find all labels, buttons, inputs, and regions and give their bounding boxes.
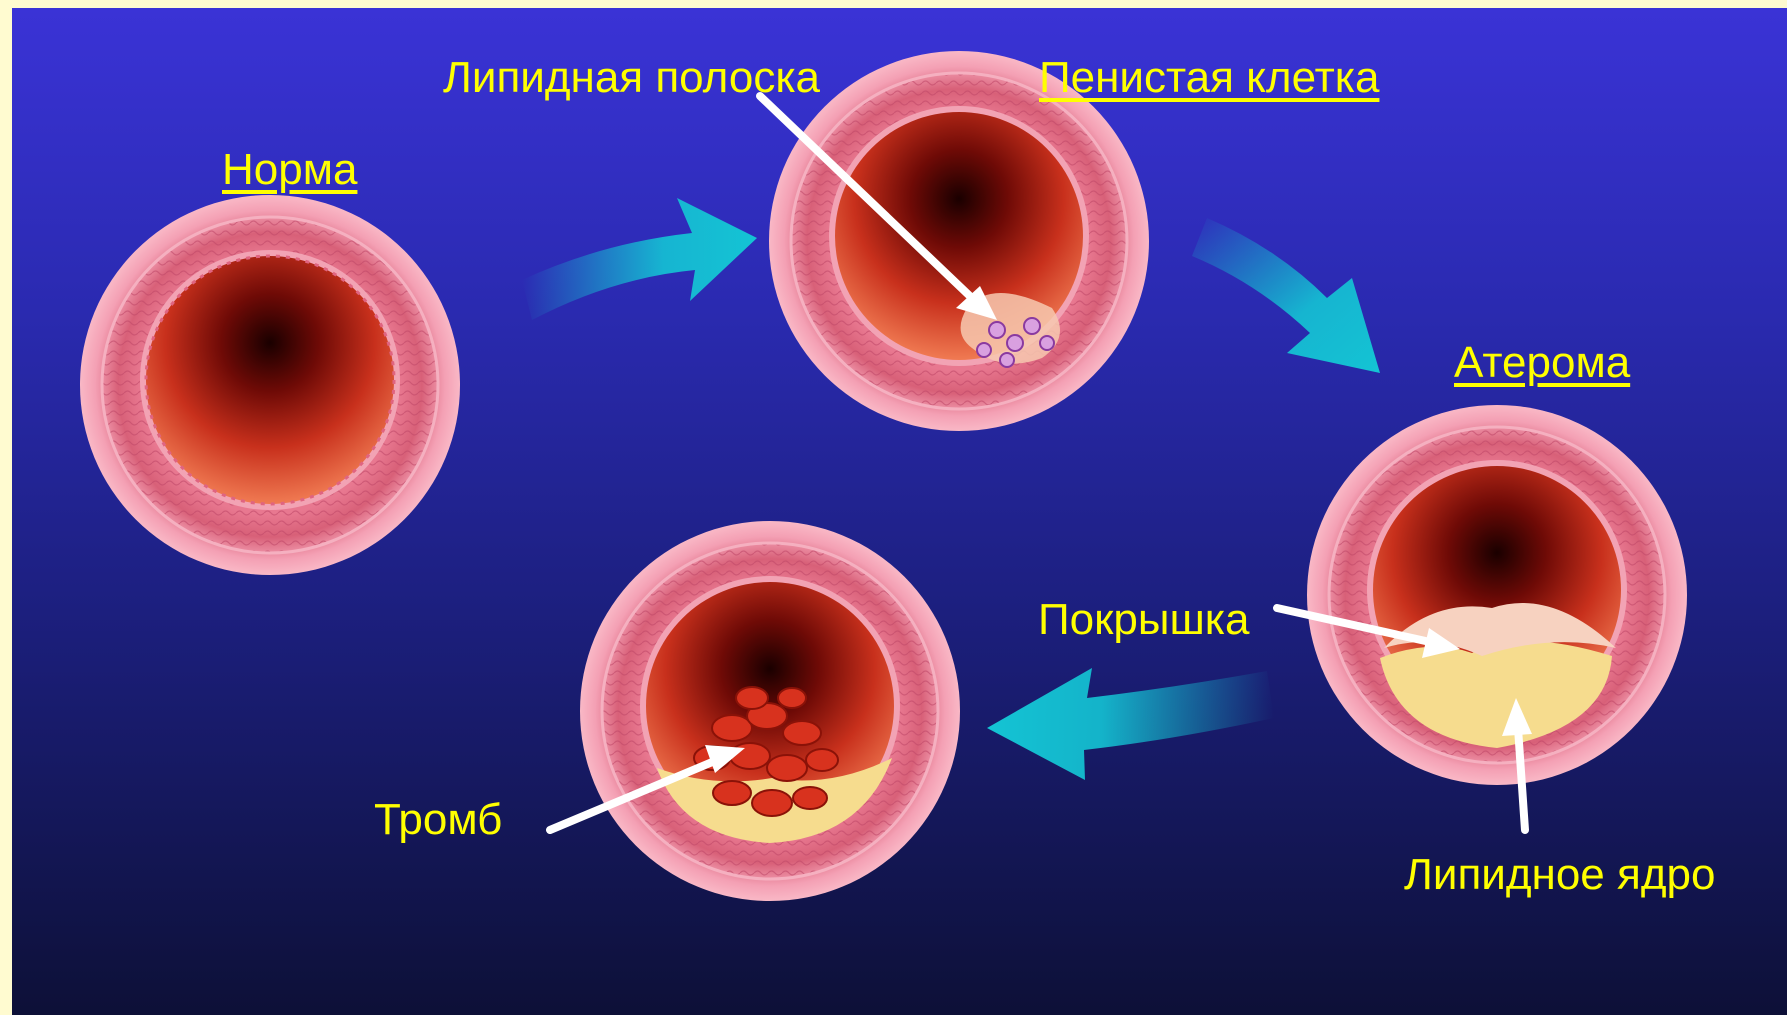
label-lipid-core: Липидное ядро (1404, 853, 1715, 897)
label-thrombus: Тромб (374, 798, 502, 842)
artery-thrombus (580, 521, 960, 901)
slide-background: Норма Липидная полоска Пенистая клетка А… (12, 8, 1787, 1015)
label-foam-cell: Пенистая клетка (1039, 56, 1379, 100)
artery-lipid-strip (769, 51, 1149, 431)
label-atheroma: Атерома (1454, 341, 1630, 385)
artery-normal (80, 195, 460, 575)
flow-arrow-3 (987, 668, 1274, 780)
artery-atheroma (1307, 405, 1687, 785)
label-cap: Покрышка (1038, 598, 1249, 642)
flow-arrow-1 (522, 198, 757, 320)
label-lipid-strip: Липидная полоска (443, 56, 820, 100)
flow-arrow-2 (1192, 218, 1380, 373)
label-normal: Норма (222, 148, 357, 192)
